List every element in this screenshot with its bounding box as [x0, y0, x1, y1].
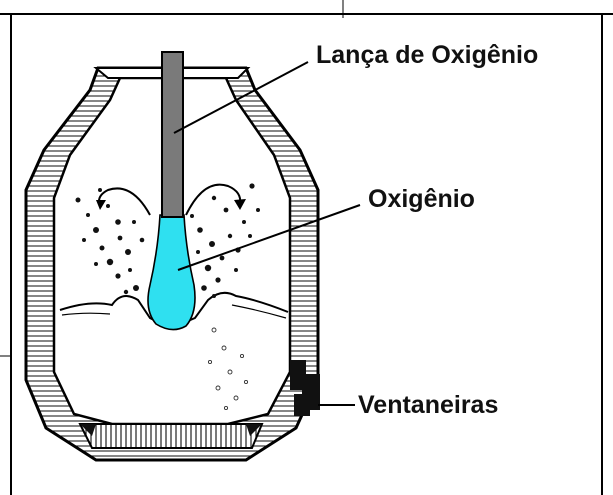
- label-lance: Lança de Oxigênio: [316, 41, 538, 69]
- bottom-lining: [80, 424, 262, 448]
- label-tuyeres: Ventaneiras: [358, 391, 498, 419]
- label-oxygen: Oxigênio: [368, 185, 475, 213]
- oxygen-lance: [162, 52, 183, 217]
